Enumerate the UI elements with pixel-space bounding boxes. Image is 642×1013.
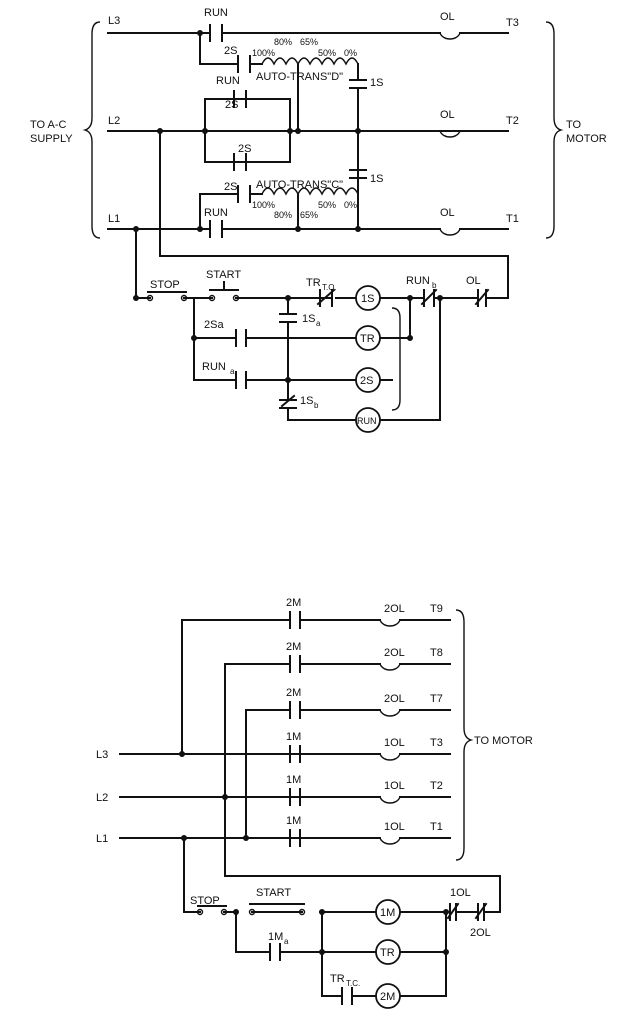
ol-2ol: 2OL: [470, 927, 491, 939]
pct-c-80: 80%: [274, 210, 292, 220]
bottom-to-motor: TO MOTOR: [474, 735, 533, 747]
line-label-l1: L1: [108, 213, 120, 225]
row-ol: 2OL: [384, 603, 405, 615]
contact-2s-upper: 2S: [225, 99, 238, 111]
row-ol: 1OL: [384, 780, 405, 792]
coil-2m-label: 2M: [380, 991, 395, 1003]
contact-2s-d: 2S: [224, 45, 237, 57]
contact-run-l3: RUN: [204, 7, 228, 19]
pct-c-0: 0%: [344, 200, 357, 210]
ol-label-2: OL: [440, 109, 455, 121]
contact-1ma: 1M: [268, 931, 283, 943]
row-terminal: T7: [430, 693, 443, 705]
stop-label: STOP: [150, 279, 180, 291]
pct-50: 50%: [318, 48, 336, 58]
auto-trans-d-1s: 1S: [370, 77, 383, 89]
coil-2s-label: 2S: [360, 375, 373, 387]
row-ol: 2OL: [384, 693, 405, 705]
coil-run-label: RUN: [357, 416, 377, 426]
ol-label-1: OL: [440, 207, 455, 219]
run-b-sub: b: [432, 281, 437, 290]
pct-c-65: 65%: [300, 210, 318, 220]
row-contact: 1M: [286, 815, 301, 827]
contact-run-l1: RUN: [204, 207, 228, 219]
bottom-stop-label: STOP: [190, 895, 220, 907]
contact-tr-tc: TR: [330, 973, 345, 985]
terminal-t1: T1: [506, 213, 519, 225]
bottom-start-label: START: [256, 887, 291, 899]
ol-label-3: OL: [440, 11, 455, 23]
coil-1m-label: 1M: [380, 907, 395, 919]
line-label-l2: L2: [108, 115, 120, 127]
coil-tr-bottom-label: TR: [380, 947, 395, 959]
pct-65: 65%: [300, 37, 318, 47]
row-contact: 2M: [286, 597, 301, 609]
ol-control-label: OL: [466, 275, 481, 287]
ol-1ol: 1OL: [450, 887, 471, 899]
row-contact: 1M: [286, 774, 301, 786]
contact-2sa: 2Sa: [204, 319, 224, 331]
auto-trans-c-label: AUTO-TRANS"C": [256, 179, 343, 191]
terminal-t2: T2: [506, 115, 519, 127]
contact-1sb-sub: b: [314, 401, 319, 410]
contact-run-a: RUN: [202, 361, 226, 373]
row-terminal: T3: [430, 737, 443, 749]
supply-label-1: TO A-C: [30, 119, 67, 131]
bottom-labels: L3 L2 L1 2M 2OL T9 2M 2OL T8 2M 2OL T7 1…: [96, 597, 533, 1003]
contact-2s-lower: 2S: [238, 143, 251, 155]
contact-1sa: 1S: [302, 313, 315, 325]
row-contact: 2M: [286, 641, 301, 653]
run-b-label: RUN: [406, 275, 430, 287]
top-power-circuit: [82, 21, 564, 257]
bottom-control-circuit: [183, 796, 501, 1009]
motor-label-1: TO: [566, 119, 582, 131]
pct-0: 0%: [344, 48, 357, 58]
pct-c-50: 50%: [318, 200, 336, 210]
contact-2s-c: 2S: [224, 181, 237, 193]
auto-trans-d-label: AUTO-TRANS"D": [256, 71, 343, 83]
start-label: START: [206, 269, 241, 281]
row-terminal: T9: [430, 603, 443, 615]
contact-1ma-sub: a: [284, 937, 289, 946]
top-control-circuit: [133, 228, 509, 433]
contact-run-mid: RUN: [216, 75, 240, 87]
row-ol: 1OL: [384, 737, 405, 749]
coil-tr-label: TR: [360, 333, 375, 345]
supply-label-2: SUPPLY: [30, 133, 73, 145]
tr-to-sub: T.O.: [322, 283, 337, 292]
pct-c-100: 100%: [252, 200, 275, 210]
auto-trans-c-1s: 1S: [370, 173, 383, 185]
bottom-line-l1: L1: [96, 833, 108, 845]
row-contact: 2M: [286, 687, 301, 699]
row-terminal: T8: [430, 647, 443, 659]
bottom-line-l2: L2: [96, 792, 108, 804]
line-label-l3: L3: [108, 15, 120, 27]
row-ol: 2OL: [384, 647, 405, 659]
row-terminal: T2: [430, 780, 443, 792]
bottom-line-l3: L3: [96, 749, 108, 761]
top-labels: L3 L2 L1 T3 T2 T1 TO A-C SUPPLY TO MOTOR…: [30, 7, 607, 426]
tr-to-label: TR: [306, 277, 321, 289]
contact-1sa-sub: a: [316, 319, 321, 328]
terminal-t3: T3: [506, 17, 519, 29]
contact-tr-tc-sub: T.C.: [346, 979, 360, 988]
row-ol: 1OL: [384, 821, 405, 833]
contact-1sb: 1S: [300, 395, 313, 407]
pct-100: 100%: [252, 48, 275, 58]
bottom-power-circuit: [119, 609, 474, 861]
row-contact: 1M: [286, 731, 301, 743]
contact-run-a-sub: a: [230, 367, 235, 376]
motor-label-2: MOTOR: [566, 133, 607, 145]
pct-80: 80%: [274, 37, 292, 47]
row-terminal: T1: [430, 821, 443, 833]
coil-1s-label: 1S: [361, 293, 374, 305]
